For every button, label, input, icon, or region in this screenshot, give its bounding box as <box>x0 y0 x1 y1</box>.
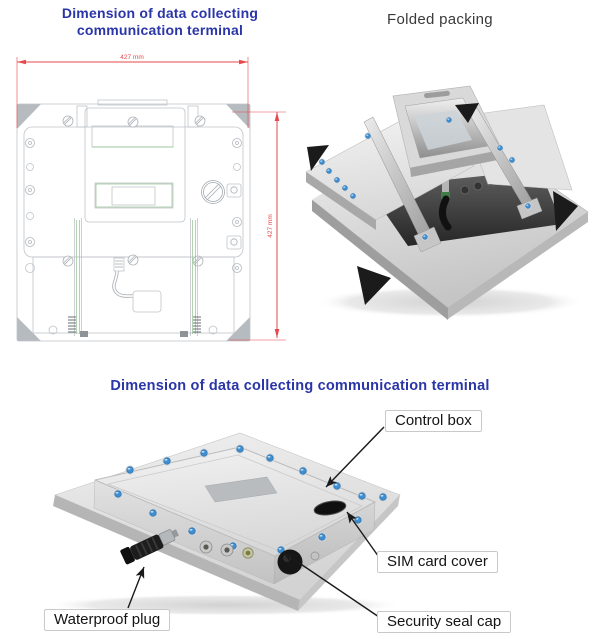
corner-protector-icon <box>17 104 250 341</box>
fold-rails <box>74 146 198 336</box>
callout-control-box: Control box <box>385 410 482 432</box>
height-dimension-label: 427 mm <box>267 214 274 237</box>
control-box-arrow <box>325 426 385 488</box>
folded-packing-title: Folded packing <box>387 11 493 28</box>
width-dimension-label: 427 mm <box>120 54 143 61</box>
top-left-title-line2: communication terminal <box>76 22 244 38</box>
technical-drawing-top-view: 427 mm 427 mm <box>16 54 286 342</box>
lid-center-plate <box>204 476 278 503</box>
edge-bosses <box>25 138 242 273</box>
device-outline <box>16 99 251 342</box>
slotted-screws <box>62 115 206 267</box>
security-seal-cap-arrow <box>282 551 380 618</box>
bottom-title: Dimension of data collecting communicati… <box>110 378 490 394</box>
leader-arrows <box>127 426 385 618</box>
folded-packing-render <box>305 85 589 320</box>
waterproof-plug-shape <box>120 529 179 565</box>
top-left-title-line1: Dimension of data collecting <box>61 5 259 21</box>
corner-protector-icon <box>307 103 578 305</box>
sim-card-cover-oval <box>313 500 347 516</box>
waterproof-plug-arrow <box>127 566 145 609</box>
callout-waterproof-plug: Waterproof plug <box>44 609 171 631</box>
threaded-screws <box>68 316 201 337</box>
dimension-lines: 427 mm 427 mm <box>16 54 286 341</box>
folded-rails <box>363 107 543 253</box>
top-left-title: Dimension of data collecting communicati… <box>35 5 285 39</box>
control-box-render <box>45 426 405 618</box>
callout-sim-card-cover: SIM card cover <box>377 551 498 573</box>
callout-security-seal-cap: Security seal cap <box>377 611 512 633</box>
cable-drawing <box>112 260 134 298</box>
seal-knob-top-icon <box>201 180 238 246</box>
sim-card-cover-arrow <box>346 511 382 561</box>
